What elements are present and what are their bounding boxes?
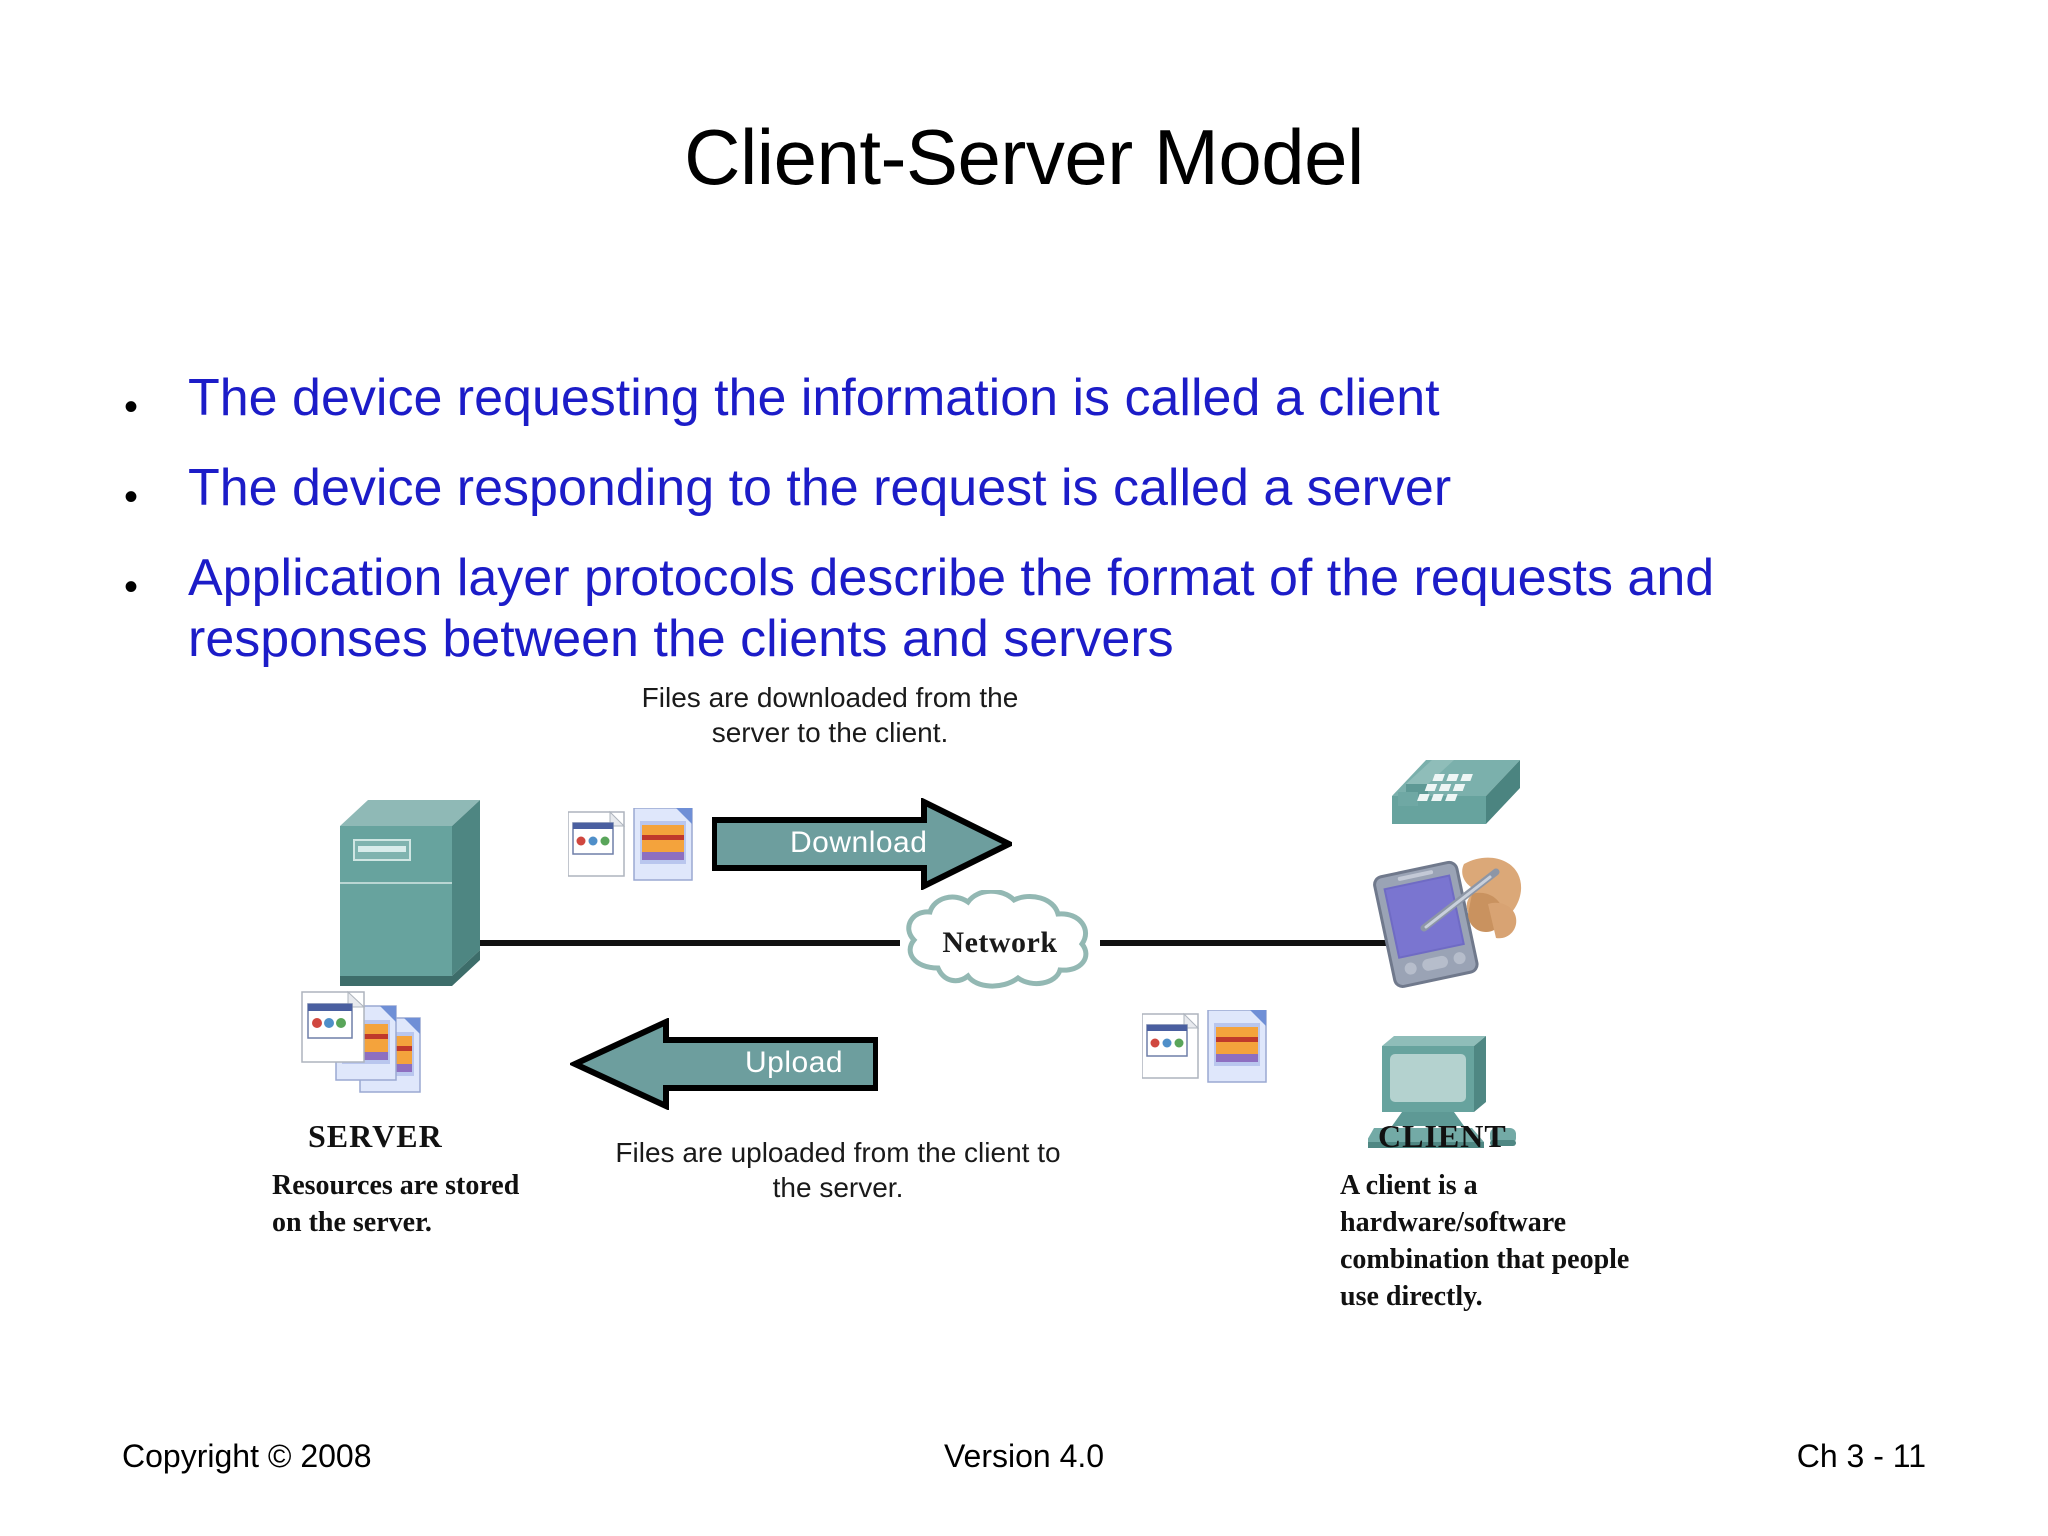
desktop-computer-icon [1366, 1030, 1538, 1155]
upload-caption-line-1: Files are uploaded from the client to [615, 1137, 1061, 1168]
upload-files-icon [1141, 1009, 1272, 1090]
server-files-stack-icon [298, 990, 438, 1110]
pda-with-stylus-icon [1368, 850, 1553, 1000]
download-caption-line-1: Files are downloaded from the [641, 682, 1019, 713]
client-description-line-2: hardware/software [1340, 1206, 1567, 1238]
upload-caption: Files are uploaded from the client to th… [598, 1135, 1078, 1206]
footer-chapter: Ch 3 - 11 [1796, 1438, 1926, 1474]
footer-version: Version 4.0 [943, 1438, 1105, 1474]
upload-caption-line-2: the server. [772, 1172, 904, 1204]
download-arrow-label: Download [790, 826, 928, 859]
bullet-text: The device requesting the information is… [188, 369, 1440, 427]
bullet-text: Application layer protocols describe the… [188, 549, 1715, 668]
footer-copyright: Copyright © 2008 [122, 1438, 372, 1474]
download-arrow-icon: Download [711, 797, 1016, 891]
bullet-text: The device responding to the request is … [188, 459, 1452, 517]
client-description-line-4: use directly. [1340, 1280, 1483, 1312]
list-item: • The device requesting the information … [110, 368, 1970, 446]
list-item: • The device responding to the request i… [110, 458, 1970, 536]
upload-arrow-icon: Upload [567, 1017, 879, 1111]
server-description-line-2: on the server. [272, 1206, 432, 1238]
server-tower-icon [340, 800, 480, 990]
telephone-icon [1370, 738, 1530, 848]
download-caption: Files are downloaded from the server to … [610, 680, 1050, 751]
client-server-diagram: SERVER Resources are stored on the serve… [250, 682, 1810, 1380]
server-label: SERVER [308, 1118, 443, 1154]
list-item: • Application layer protocols describe t… [110, 548, 1970, 670]
server-description-line-1: Resources are stored [272, 1170, 520, 1201]
client-label: CLIENT [1378, 1118, 1507, 1154]
client-description: A client is a hardware/software combinat… [1340, 1168, 1680, 1316]
client-description-line-1: A client is a [1340, 1170, 1478, 1201]
network-wire-right [1100, 940, 1410, 946]
network-wire-left [440, 940, 900, 946]
bullet-marker-icon: • [124, 565, 139, 609]
slide-footer: Copyright © 2008 Version 4.0 Ch 3 - 11 [0, 1438, 2048, 1478]
download-files-icon [567, 807, 698, 888]
bullet-list: • The device requesting the information … [110, 368, 1970, 682]
bullet-marker-icon: • [124, 385, 139, 429]
server-description: Resources are stored on the server. [272, 1168, 602, 1242]
network-cloud-label: Network [942, 926, 1058, 959]
client-description-line-3: combination that people [1340, 1243, 1630, 1275]
network-cloud-icon: Network [890, 888, 1110, 996]
bullet-marker-icon: • [124, 475, 139, 519]
page-title: Client-Server Model [684, 113, 1364, 201]
upload-arrow-label: Upload [745, 1046, 844, 1079]
download-caption-line-2: server to the client. [711, 717, 949, 749]
